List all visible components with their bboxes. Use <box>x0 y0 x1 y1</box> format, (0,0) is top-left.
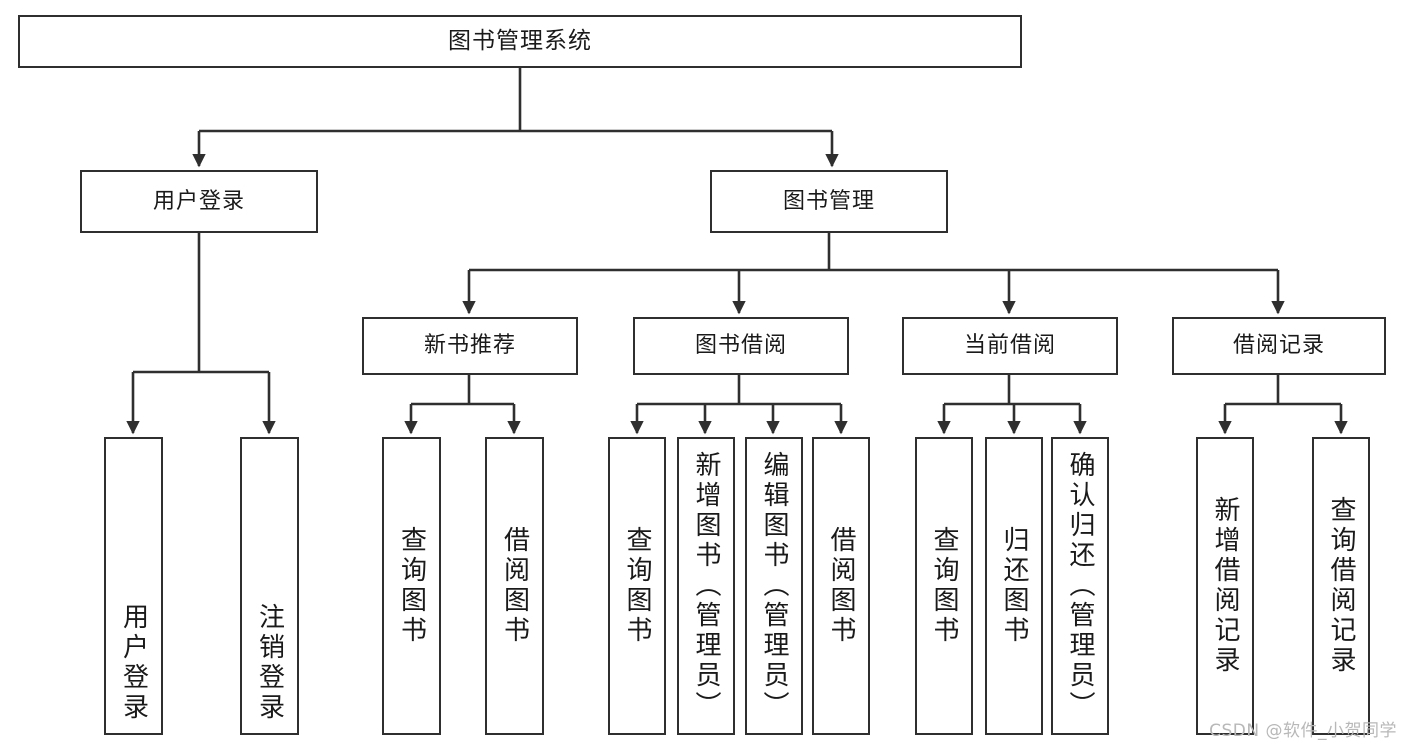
node-label: 用户登录 <box>118 603 149 723</box>
node-label: 查询图书 <box>929 526 959 646</box>
leaf-borrow-book[interactable]: 借阅图书 <box>812 437 870 735</box>
node-user-login[interactable]: 用户登录 <box>80 170 318 233</box>
leaf-add-book-admin[interactable]: 新增图书（管理员） <box>677 437 735 735</box>
node-label: 新增借阅记录 <box>1210 496 1240 676</box>
node-label: 借阅记录 <box>1232 333 1325 359</box>
node-label: 确认归还（管理员） <box>1065 451 1095 721</box>
leaf-query-book-borrow[interactable]: 查询图书 <box>608 437 666 735</box>
node-label: 图书管理系统 <box>448 28 592 55</box>
node-book-borrow[interactable]: 图书借阅 <box>633 317 849 375</box>
leaf-confirm-return-admin[interactable]: 确认归还（管理员） <box>1051 437 1109 735</box>
node-label: 借阅图书 <box>499 526 530 646</box>
node-label: 当前借阅 <box>963 333 1056 359</box>
leaf-logout[interactable]: 注销登录 <box>240 437 299 735</box>
node-label: 图书管理 <box>782 188 875 214</box>
leaf-borrow-book-recommend[interactable]: 借阅图书 <box>485 437 544 735</box>
node-borrow-record[interactable]: 借阅记录 <box>1172 317 1386 375</box>
node-label: 归还图书 <box>999 526 1029 646</box>
node-current-borrow[interactable]: 当前借阅 <box>902 317 1118 375</box>
node-label: 借阅图书 <box>826 526 856 646</box>
node-label: 查询借阅记录 <box>1326 496 1356 676</box>
leaf-query-book-current[interactable]: 查询图书 <box>915 437 973 735</box>
node-label: 新增图书（管理员） <box>691 451 721 721</box>
node-label: 用户登录 <box>152 188 245 214</box>
node-label: 查询图书 <box>622 526 652 646</box>
node-label: 图书借阅 <box>694 333 787 359</box>
node-root-system[interactable]: 图书管理系统 <box>18 15 1022 68</box>
leaf-query-borrow-record[interactable]: 查询借阅记录 <box>1312 437 1370 735</box>
node-new-book-recommend[interactable]: 新书推荐 <box>362 317 578 375</box>
node-label: 注销登录 <box>254 603 285 723</box>
leaf-return-book[interactable]: 归还图书 <box>985 437 1043 735</box>
node-book-management[interactable]: 图书管理 <box>710 170 948 233</box>
leaf-add-borrow-record[interactable]: 新增借阅记录 <box>1196 437 1254 735</box>
node-label: 查询图书 <box>396 526 427 646</box>
leaf-edit-book-admin[interactable]: 编辑图书（管理员） <box>745 437 803 735</box>
node-label: 编辑图书（管理员） <box>759 451 789 721</box>
leaf-query-book-recommend[interactable]: 查询图书 <box>382 437 441 735</box>
leaf-user-login[interactable]: 用户登录 <box>104 437 163 735</box>
node-label: 新书推荐 <box>423 333 516 359</box>
